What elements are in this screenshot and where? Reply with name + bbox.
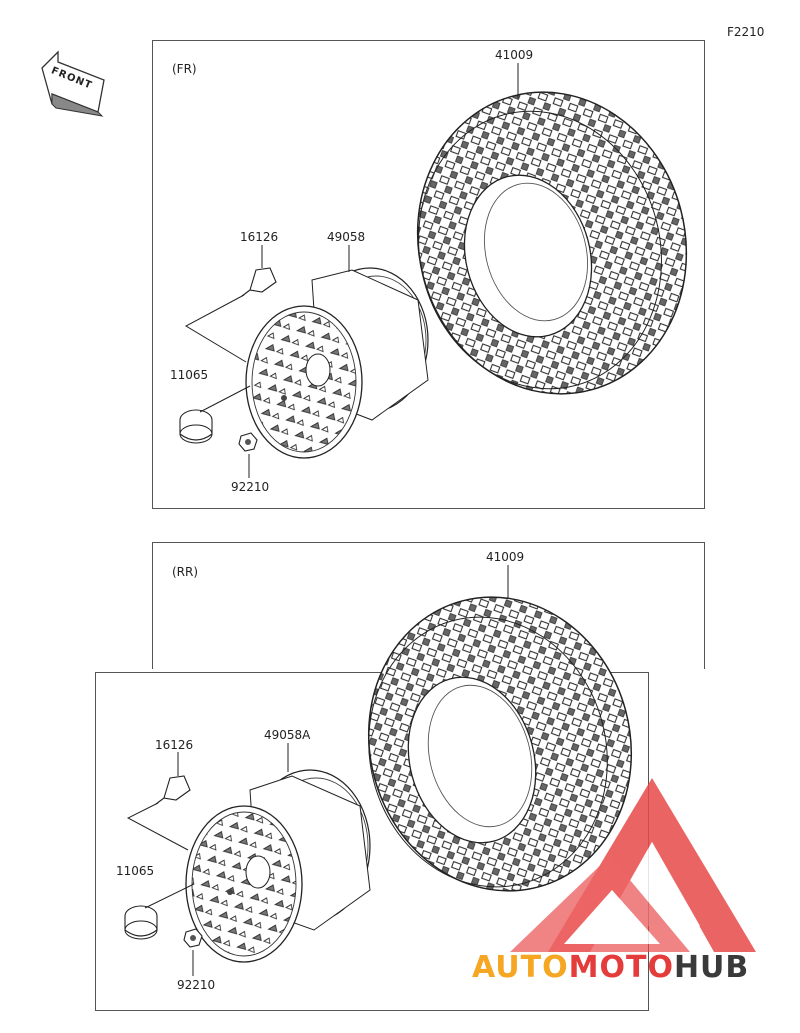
front-rim-part-number: 49058 [327,230,366,244]
watermark-auto: AUTO [472,950,569,985]
rear-nut-part-number: 92210 [177,978,216,992]
rear-rim [185,769,371,963]
front-nut-part-number: 92210 [231,480,270,494]
front-tire-part-number: 41009 [495,48,534,62]
front-arrow-icon [41,50,105,117]
watermark-hub: HUB [673,950,750,985]
rear-valve-part-number: 16126 [155,738,194,752]
rear-tire-part-number: 41009 [486,550,525,564]
rear-cap [124,905,158,940]
rear-cap-part-number: 11065 [116,864,155,878]
rear-valve [155,775,191,805]
diagram-code: F2210 [727,25,765,39]
front-leader-lines [184,63,519,478]
front-valve-part-number: 16126 [240,230,279,244]
front-section-tag: (FR) [172,62,197,76]
rear-nut [183,928,203,948]
front-nut [238,432,258,452]
watermark-text: AUTOMOTOHUB [472,950,749,985]
front-cap [179,409,213,444]
front-tire [416,91,688,395]
front-frame [152,40,705,509]
rear-rim-part-number: 49058A [264,728,311,742]
front-cap-part-number: 11065 [170,368,209,382]
front-valve [241,267,277,297]
automotohub-logo-icon [510,778,756,952]
watermark-moto: MOTO [568,950,674,985]
rear-leader-lines [126,565,509,976]
rear-frame-upper [152,542,705,669]
rear-section-tag: (RR) [172,565,199,579]
rear-tire [367,596,633,892]
front-rim [245,267,429,459]
